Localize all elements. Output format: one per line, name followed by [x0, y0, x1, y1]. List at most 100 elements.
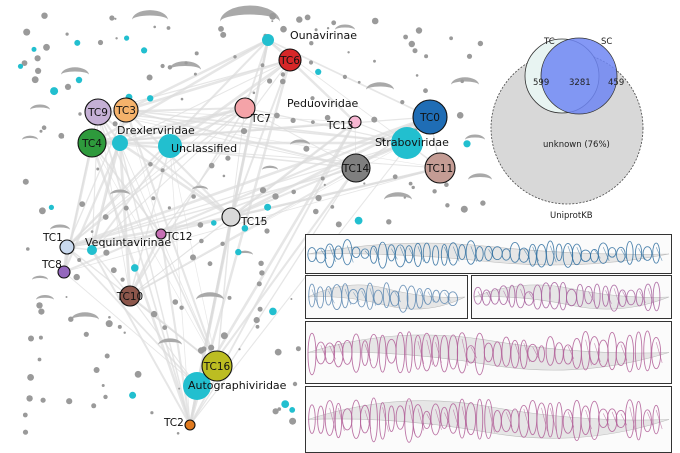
- cluster-node: [341, 153, 371, 183]
- network-node: [326, 27, 330, 30]
- network-edge: [129, 167, 357, 297]
- cluster-label: TC7: [250, 113, 271, 125]
- network-node: [255, 324, 260, 329]
- network-node: [272, 408, 279, 415]
- network-node: [445, 203, 450, 208]
- network-node: [415, 27, 423, 34]
- cluster-node: [348, 115, 362, 129]
- network-node: [207, 261, 213, 267]
- network-node: [97, 39, 104, 46]
- molecule-segment: [447, 291, 458, 307]
- network-node: [415, 74, 419, 77]
- molecule-segment: [465, 240, 477, 265]
- molecule-strand: [328, 290, 335, 304]
- network-node: [315, 194, 322, 202]
- network-node: [274, 348, 282, 356]
- structure-panel: [305, 386, 672, 453]
- molecule-segment: [598, 408, 609, 428]
- cluster-label: TC1: [42, 232, 63, 244]
- molecule-segment: [607, 247, 617, 258]
- molecule-segment: [368, 333, 379, 369]
- network-edge: [66, 145, 171, 248]
- molecule-strand: [488, 406, 495, 433]
- network-node: [65, 32, 69, 36]
- network-node: [26, 247, 30, 251]
- molecule-strand: [444, 292, 451, 302]
- molecule-strand: [427, 291, 435, 303]
- molecule-segment: [357, 288, 367, 308]
- network-edge: [119, 142, 218, 367]
- network-node: [296, 16, 303, 23]
- molecule-segment: [625, 240, 634, 265]
- network-node: [408, 40, 415, 48]
- cluster-node: [234, 97, 256, 119]
- network-node: [477, 40, 484, 47]
- taxon-label: Vequintavirinae: [85, 236, 171, 249]
- cluster-label: TC12: [165, 231, 193, 243]
- molecule-strand: [329, 407, 336, 432]
- network-node: [315, 68, 322, 75]
- network-edge: [97, 111, 441, 169]
- molecule-strand: [329, 246, 336, 262]
- molecule-strand: [655, 409, 663, 430]
- network-node: [233, 55, 237, 59]
- molecule-segment: [483, 342, 494, 363]
- network-edge: [125, 109, 408, 144]
- network-node: [17, 63, 24, 69]
- network-edge: [196, 167, 357, 387]
- network-node: [43, 43, 50, 51]
- molecule-segment: [324, 400, 335, 436]
- sc-label: SC: [601, 37, 612, 47]
- network-node: [123, 205, 129, 211]
- network-node: [162, 325, 168, 330]
- cluster-arc: [290, 139, 310, 145]
- molecule-segment: [626, 289, 636, 306]
- network-node: [432, 189, 437, 194]
- network-node: [103, 394, 108, 400]
- molecule-segment: [448, 403, 459, 434]
- uniprot-label: UniprotKB: [550, 211, 593, 221]
- cluster-arc: [30, 104, 50, 110]
- network-node: [75, 76, 83, 84]
- network-node: [310, 96, 315, 101]
- network-node: [269, 307, 277, 316]
- network-node: [357, 80, 361, 84]
- network-node: [41, 125, 47, 130]
- molecule-strand: [417, 246, 425, 262]
- network-node: [93, 367, 100, 373]
- cluster-node: [59, 239, 75, 255]
- taxon-label: Unclassified: [171, 142, 237, 155]
- network-node: [147, 95, 154, 102]
- network-node: [150, 310, 158, 318]
- cluster-label: TC10: [116, 291, 144, 303]
- molecule-segment: [536, 402, 547, 439]
- network-node: [64, 83, 72, 90]
- molecule-segment: [465, 402, 477, 436]
- molecule-segment: [541, 282, 551, 309]
- network-edge: [91, 142, 162, 235]
- network-node: [39, 129, 43, 133]
- network-node: [354, 216, 363, 225]
- unknown-label: unknown (76%): [543, 140, 610, 150]
- cluster-arc: [335, 24, 355, 30]
- network-node: [102, 214, 109, 220]
- network-node: [400, 100, 405, 105]
- cluster-node: [57, 265, 71, 279]
- molecule-strand: [435, 409, 442, 430]
- molecule-segment: [576, 283, 584, 308]
- molecule-segment: [431, 334, 440, 367]
- network-node: [176, 432, 180, 435]
- network-node: [290, 117, 296, 123]
- network-edge: [66, 167, 357, 248]
- network-node: [27, 374, 34, 381]
- network-node: [79, 201, 86, 208]
- network-node: [423, 88, 428, 94]
- cluster-arc: [61, 67, 89, 75]
- network-node: [74, 39, 81, 46]
- network-node: [38, 335, 43, 340]
- network-edge: [289, 59, 356, 123]
- molecule-segment: [584, 285, 593, 305]
- molecule-strand: [541, 407, 548, 432]
- network-edge: [119, 142, 191, 426]
- structure-panel: [305, 275, 468, 319]
